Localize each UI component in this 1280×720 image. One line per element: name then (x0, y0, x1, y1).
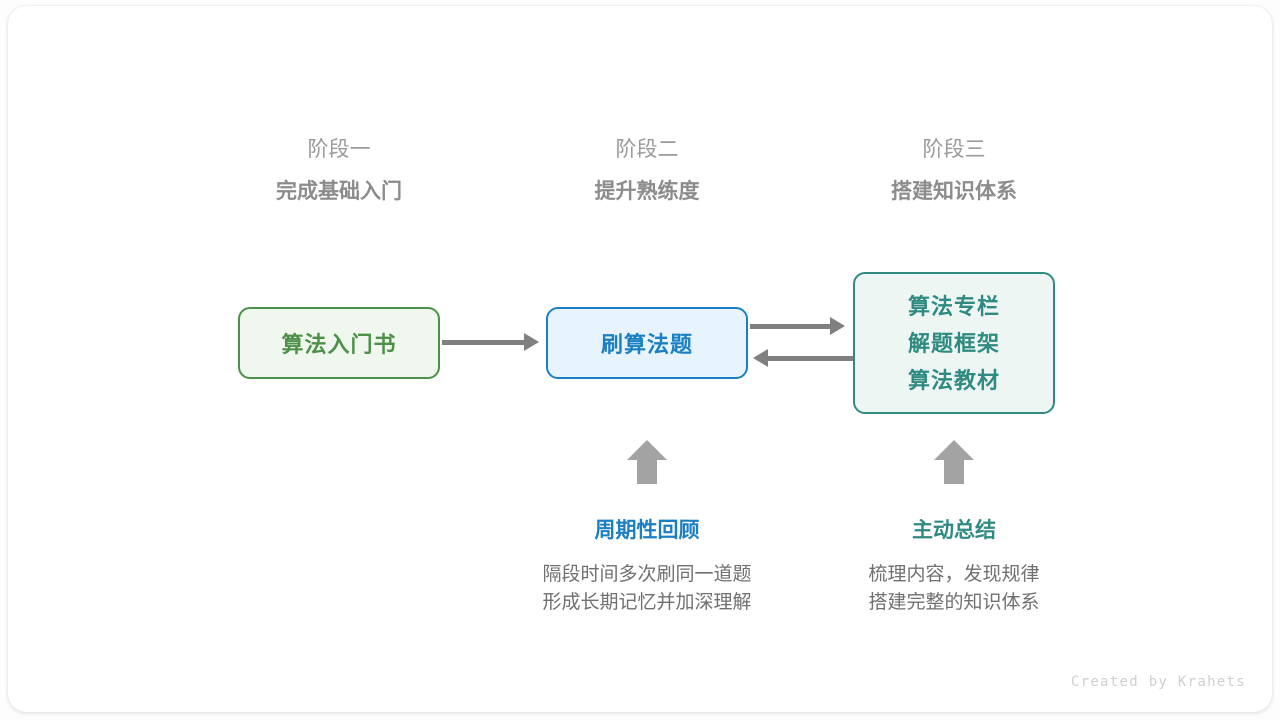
stage-number-3: 阶段三 (922, 138, 986, 161)
stage-title-2: 提升熟练度 (594, 180, 700, 203)
node-label-line: 刷算法题 (600, 332, 693, 357)
note-title: 周期性回顾 (594, 519, 700, 542)
node-label-line: 算法教材 (907, 367, 1000, 393)
arrowhead-left-icon (753, 349, 768, 367)
credit-text: Created by Krahets (1070, 674, 1246, 690)
arrowhead-right-icon (524, 333, 539, 351)
connector-practice-to-resources (750, 324, 832, 329)
note-description-line: 形成长期记忆并加深理解 (542, 592, 752, 613)
note-periodic-review: 周期性回顾 隔段时间多次刷同一道题 形成长期记忆并加深理解 (487, 516, 807, 617)
stage-heading-1: 阶段一 完成基础入门 (209, 135, 469, 208)
note-description-line: 隔段时间多次刷同一道题 (542, 564, 752, 585)
note-description: 梳理内容，发现规律 搭建完整的知识体系 (794, 561, 1114, 617)
node-learning-resources[interactable]: 算法专栏 解题框架 算法教材 (853, 272, 1055, 414)
node-label-line: 算法专栏 (907, 293, 1000, 319)
connector-resources-to-practice (768, 356, 853, 361)
stage-heading-2: 阶段二 提升熟练度 (517, 135, 777, 208)
stage-title-3: 搭建知识体系 (891, 180, 1017, 203)
stage-number-2: 阶段二 (615, 138, 679, 161)
note-description-line: 梳理内容，发现规律 (868, 564, 1040, 585)
up-arrow-review-icon (625, 438, 669, 486)
connector-book-to-practice (442, 340, 526, 345)
node-practice-problems[interactable]: 刷算法题 (546, 307, 748, 379)
stage-heading-3: 阶段三 搭建知识体系 (824, 135, 1084, 208)
note-description: 隔段时间多次刷同一道题 形成长期记忆并加深理解 (487, 561, 807, 617)
note-title: 主动总结 (912, 519, 996, 542)
arrowhead-right-icon (830, 317, 845, 335)
up-arrow-summary-icon (932, 438, 976, 486)
node-label-line: 解题框架 (907, 330, 1000, 356)
stage-number-1: 阶段一 (307, 138, 371, 161)
note-description-line: 搭建完整的知识体系 (868, 592, 1040, 613)
note-active-summary: 主动总结 梳理内容，发现规律 搭建完整的知识体系 (794, 516, 1114, 617)
diagram-card: 阶段一 完成基础入门 阶段二 提升熟练度 阶段三 搭建知识体系 算法入门书 刷算… (8, 6, 1272, 712)
node-algorithm-intro-book[interactable]: 算法入门书 (238, 307, 440, 379)
node-label-line: 算法入门书 (281, 332, 397, 357)
stage-title-1: 完成基础入门 (276, 180, 402, 203)
